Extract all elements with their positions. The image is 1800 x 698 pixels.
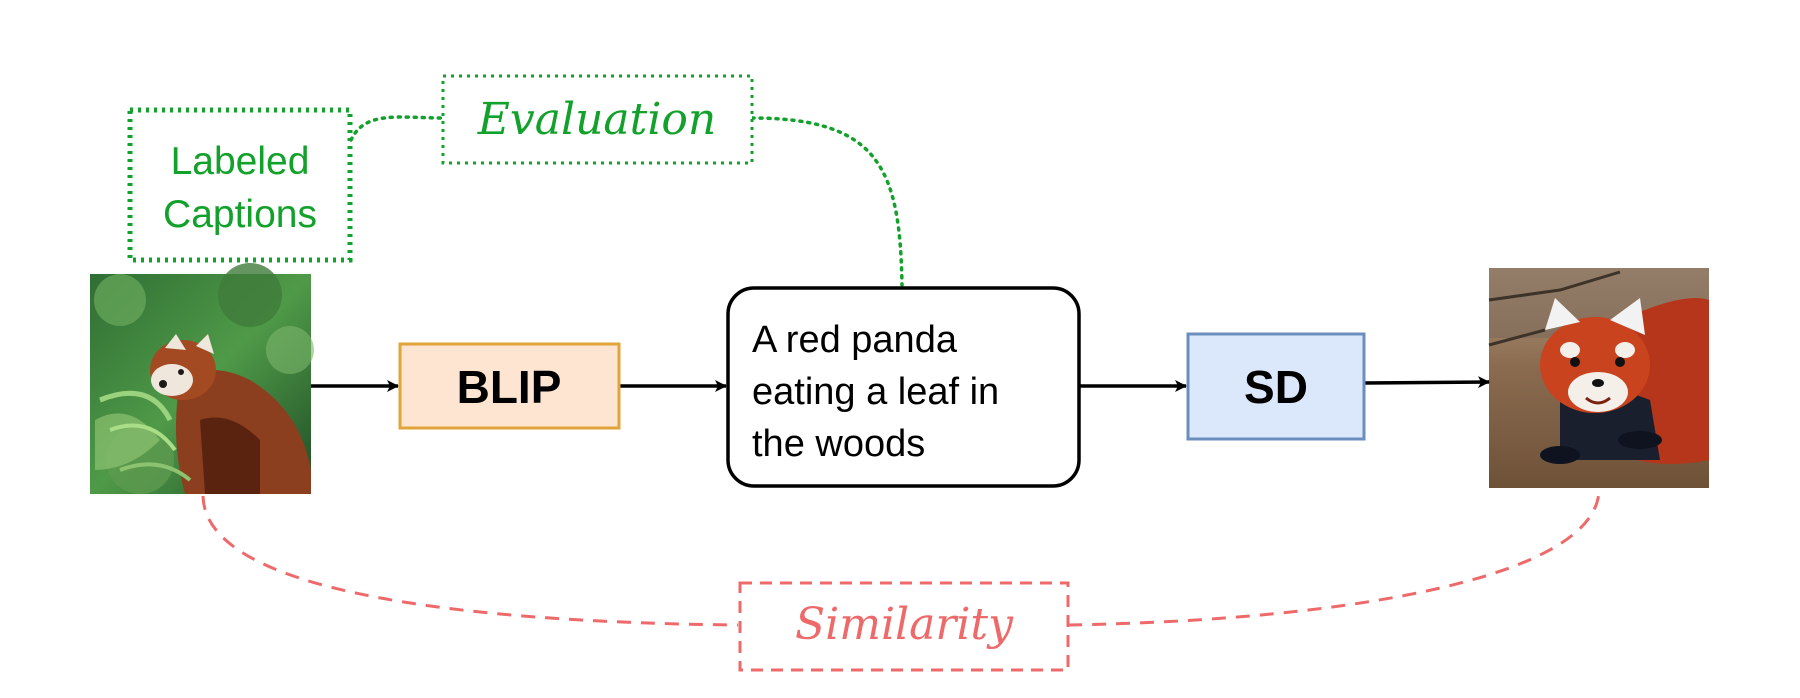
sd-label: SD xyxy=(1244,361,1308,413)
caption-line1: A red panda xyxy=(752,319,958,361)
similarity-label: Similarity xyxy=(795,599,1014,650)
blip-label: BLIP xyxy=(457,361,562,413)
similarity-connector-right xyxy=(1067,489,1601,627)
similarity-connector-left xyxy=(201,495,739,627)
caption-node: A red panda eating a leaf in the woods xyxy=(726,286,1081,488)
evaluation-connector-left xyxy=(349,115,445,142)
blip-node: BLIP xyxy=(398,342,621,430)
evaluation-label: Evaluation xyxy=(477,94,716,145)
evaluation-node: Evaluation xyxy=(441,74,754,165)
caption-line3: the woods xyxy=(752,423,925,465)
labeled-captions-node: Labeled Captions xyxy=(127,107,353,263)
input-image xyxy=(90,263,314,494)
labeled-captions-line2: Captions xyxy=(163,193,317,236)
sd-node: SD xyxy=(1186,332,1366,441)
labeled-captions-line1: Labeled xyxy=(171,140,310,183)
caption-line2: eating a leaf in xyxy=(752,371,999,413)
similarity-node: Similarity xyxy=(738,581,1070,672)
arrow-sd-to-image xyxy=(1363,376,1490,389)
output-image xyxy=(1488,268,1709,488)
evaluation-connector-right xyxy=(750,116,904,287)
